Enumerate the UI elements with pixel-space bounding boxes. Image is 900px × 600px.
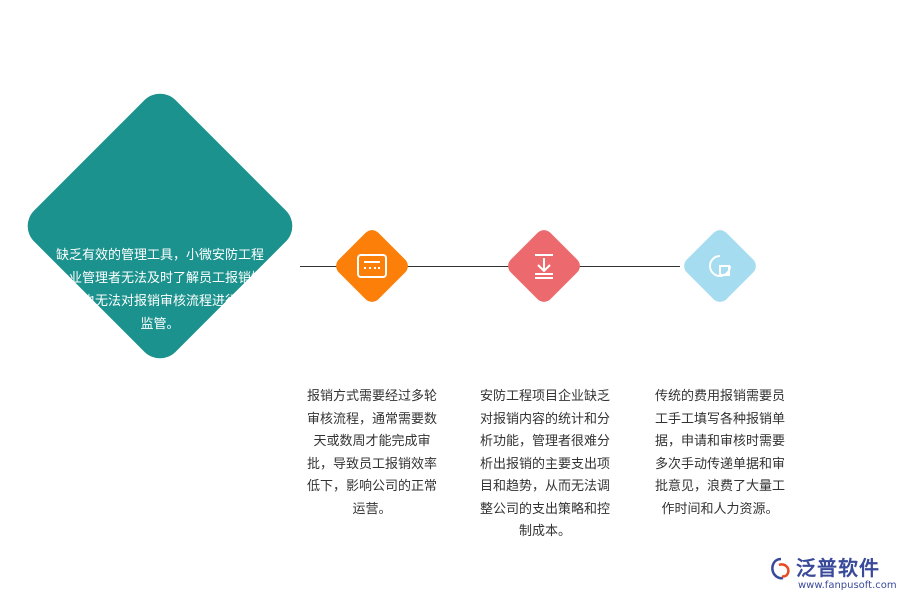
logo: 泛普软件 www.fanpusoft.com bbox=[768, 552, 897, 598]
issue-3-text: 传统的费用报销需要员工手工填写各种报销单据，申请和审核时需要多次手动传递单据和审… bbox=[654, 389, 785, 517]
logo-url: www.fanpusoft.com bbox=[798, 580, 897, 591]
connector-line bbox=[300, 266, 680, 267]
issue-1-text: 报销方式需要经过多轮审核流程，通常需要数天或数周才能完成审批，导致员工报销效率低… bbox=[306, 389, 437, 517]
form-icon bbox=[357, 254, 387, 278]
logo-icon bbox=[771, 557, 790, 580]
issue-2-text: 安防工程项目企业缺乏对报销内容的统计和分析功能，管理者很难分析出报销的主要支出项… bbox=[479, 389, 610, 539]
logo-name: 泛普软件 bbox=[796, 556, 880, 580]
pie-chart-icon bbox=[709, 255, 731, 277]
download-icon bbox=[535, 254, 553, 279]
main-problem-text: 缺乏有效的管理工具，小微安防工程企业管理者无法及时了解员工报销情况，也无法对报销… bbox=[55, 248, 264, 332]
